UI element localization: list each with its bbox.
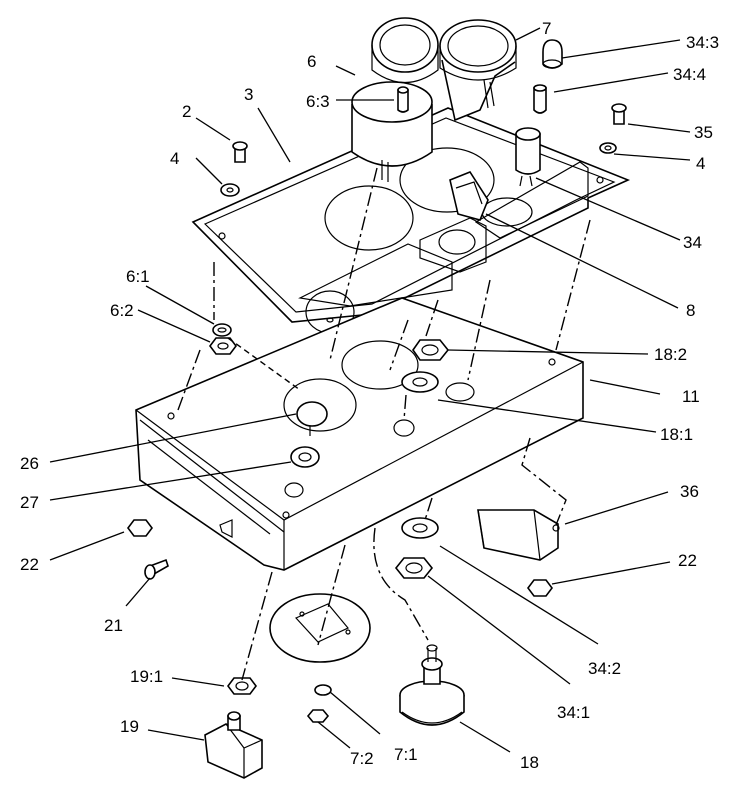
lockwasher-34-2 xyxy=(401,517,439,539)
lockwasher-7-1 xyxy=(314,684,332,696)
rotary-switch-18 xyxy=(399,644,465,726)
screw-2 xyxy=(232,141,248,163)
nut-22-right xyxy=(527,579,553,597)
callout-18-1: 18:1 xyxy=(660,425,694,444)
washer-4-right xyxy=(599,142,617,154)
callout-34-4: 34:4 xyxy=(673,65,707,84)
nut-6-2 xyxy=(209,337,237,355)
lockwasher-18-1 xyxy=(401,371,439,393)
callout-7-1: 7:1 xyxy=(394,745,418,764)
washer-6-1 xyxy=(212,323,232,337)
nut-34-1 xyxy=(394,557,434,579)
callout-8: 8 xyxy=(686,301,696,320)
callout-7: 7 xyxy=(542,19,552,38)
washer-4-left xyxy=(220,183,240,197)
gauge-7 xyxy=(439,19,517,122)
callout-22-left: 22 xyxy=(20,555,39,574)
callout-34-3: 34:3 xyxy=(686,33,720,52)
callout-6-3: 6:3 xyxy=(306,92,330,111)
connector-36 xyxy=(477,509,560,561)
gauge-bracket xyxy=(269,593,371,663)
bushing-27 xyxy=(290,446,320,468)
callout-34-1: 34:1 xyxy=(557,703,591,722)
callout-18: 18 xyxy=(520,753,539,772)
nut-7-2 xyxy=(306,709,330,723)
callout-6-2: 6:2 xyxy=(110,301,134,320)
callout-18-2: 18:2 xyxy=(654,345,688,364)
callout-27: 27 xyxy=(20,493,39,512)
callout-36: 36 xyxy=(680,482,699,501)
nut-22-left xyxy=(127,519,153,537)
callout-34: 34 xyxy=(683,233,702,252)
knob-26 xyxy=(296,401,328,436)
gauge-6 xyxy=(351,17,439,182)
screw-21 xyxy=(144,558,169,580)
callout-19: 19 xyxy=(120,717,139,736)
callout-11: 11 xyxy=(682,387,700,406)
callout-3: 3 xyxy=(244,85,254,104)
callout-6-1: 6:1 xyxy=(126,267,150,286)
nut-18-2 xyxy=(412,339,450,361)
callout-22-right: 22 xyxy=(678,551,697,570)
callout-2: 2 xyxy=(182,102,192,121)
callout-4-left: 4 xyxy=(170,149,180,168)
nut-19-1 xyxy=(227,677,257,695)
callout-35: 35 xyxy=(694,123,713,142)
ignition-switch-19 xyxy=(204,711,263,779)
rocker-switch xyxy=(449,171,489,221)
callout-21: 21 xyxy=(104,616,123,635)
callout-19-1: 19:1 xyxy=(130,667,164,686)
leader-lines xyxy=(49,27,691,753)
screw-35 xyxy=(611,103,627,125)
callout-7-2: 7:2 xyxy=(350,749,374,768)
callout-26: 26 xyxy=(20,454,39,473)
callout-34-2: 34:2 xyxy=(588,659,622,678)
lamp-socket xyxy=(515,39,563,187)
callout-4-right: 4 xyxy=(696,154,706,173)
callout-6: 6 xyxy=(307,52,317,71)
alignment-lines xyxy=(177,167,591,681)
